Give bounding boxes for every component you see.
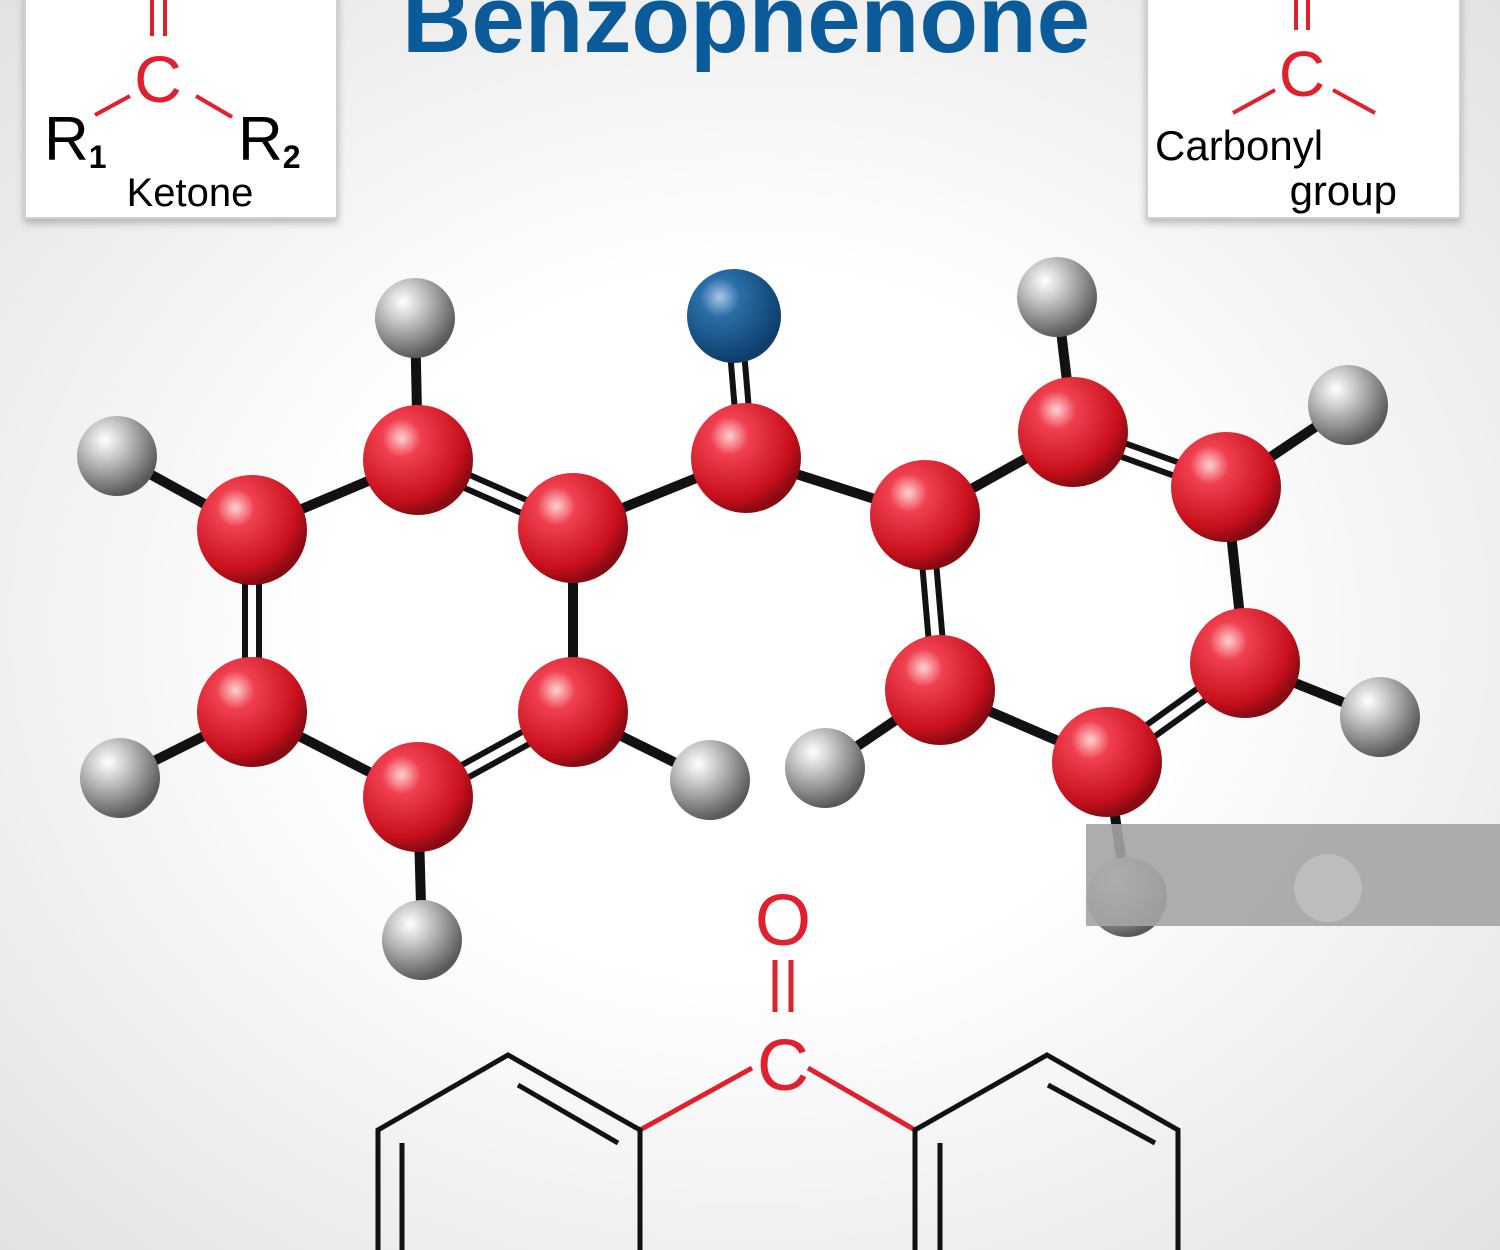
carbon-atom <box>691 403 801 513</box>
carbon-atom <box>1190 608 1300 718</box>
carbon-atom <box>363 742 473 852</box>
oxygen-atom <box>687 269 781 363</box>
r2-label: R2 <box>238 105 301 175</box>
carbon-atom <box>197 657 307 767</box>
carbon-atom <box>363 405 473 515</box>
skeletal-carbon-label: C <box>757 1026 809 1106</box>
carbonyl-label-line1: Carbonyl <box>1155 122 1323 169</box>
faded-atom <box>1294 854 1362 922</box>
hydrogen-atom <box>382 900 462 980</box>
carbonyl-label-line2: group <box>1290 167 1397 214</box>
carbonyl-carbon-label: C <box>1279 38 1325 110</box>
hydrogen-atom <box>375 278 455 358</box>
carbon-atom <box>870 460 980 570</box>
carbon-atom <box>1171 432 1281 542</box>
ball-stick-atoms <box>77 257 1420 980</box>
hydrogen-atom <box>785 728 865 808</box>
carbonyl-box: C Carbonyl group <box>1146 0 1461 219</box>
ketone-box: C R1 R2 Ketone <box>24 0 338 219</box>
hydrogen-atom <box>670 740 750 820</box>
hydrogen-atom <box>1340 677 1420 757</box>
carbon-atom <box>885 635 995 745</box>
carbon-atom <box>518 473 628 583</box>
carbon-atom <box>1052 707 1162 817</box>
ketone-carbon-label: C <box>134 42 182 116</box>
gray-overlay <box>1086 824 1500 926</box>
skeletal-oxygen-label: O <box>755 881 811 961</box>
hydrogen-atom <box>77 416 157 496</box>
hydrogen-atom <box>1308 365 1388 445</box>
ketone-label: Ketone <box>127 171 254 215</box>
carbon-atom <box>518 657 628 767</box>
carbon-atom <box>1018 377 1128 487</box>
r1-label: R1 <box>44 105 107 175</box>
hydrogen-atom <box>1017 257 1097 337</box>
skeletal-formula: O C <box>375 881 1181 1250</box>
hydrogen-atom <box>80 738 160 818</box>
title: Benzophenone <box>402 0 1090 73</box>
carbon-atom <box>197 475 307 585</box>
